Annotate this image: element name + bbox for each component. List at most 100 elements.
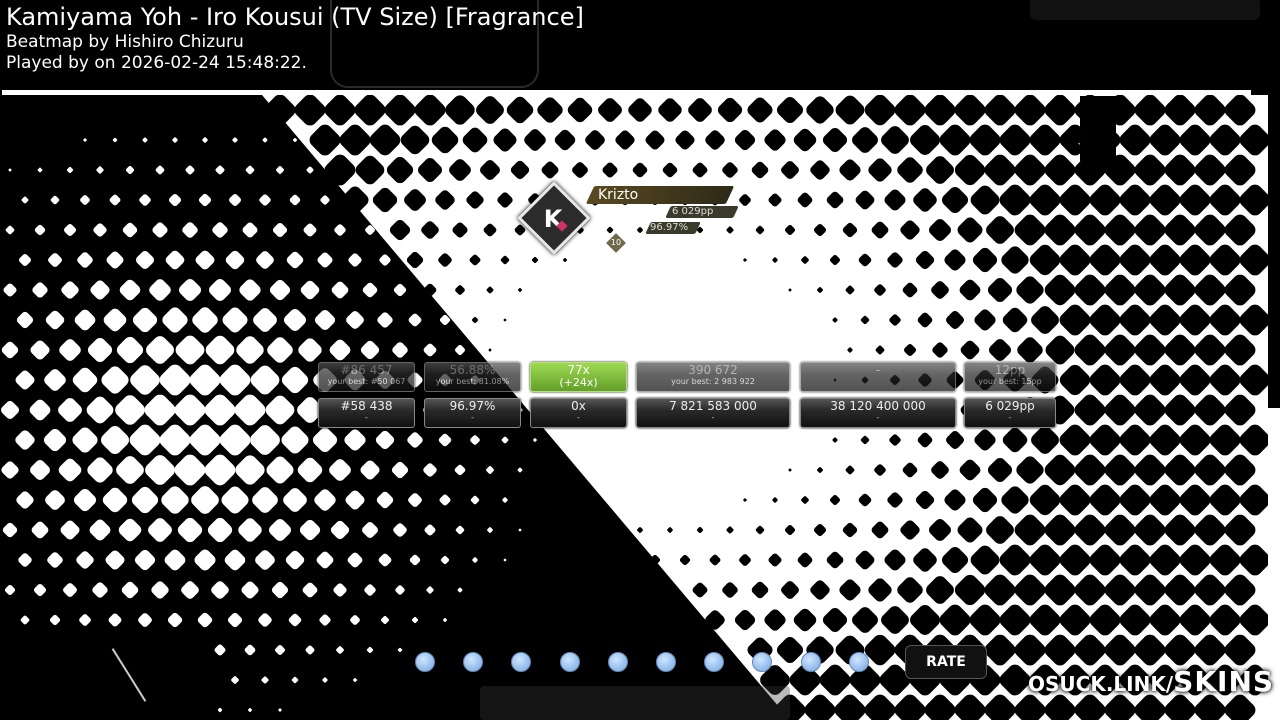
halftone-dot <box>1014 154 1046 186</box>
halftone-dot <box>73 488 97 512</box>
halftone-dot <box>1074 514 1106 546</box>
halftone-dot <box>354 94 386 126</box>
avatar-logo: K <box>536 204 570 234</box>
halftone-dot <box>146 336 174 364</box>
halftone-dot <box>375 430 395 450</box>
rating-star-icon[interactable] <box>463 652 484 672</box>
halftone-dot <box>788 468 792 472</box>
halftone-dot <box>159 424 191 456</box>
halftone-dot <box>72 367 98 393</box>
footer-ghost-panel <box>480 686 790 720</box>
halftone-dot <box>1031 426 1059 454</box>
halftone-dot <box>219 424 251 456</box>
halftone-dot <box>45 490 65 510</box>
halftone-dot <box>61 281 79 299</box>
player-card[interactable]: K Krizto 6 029pp 96.97% 10 <box>517 181 750 266</box>
halftone-dot <box>1209 304 1241 336</box>
played-by-line: Played by on 2026-02-24 15:48:22. <box>6 53 307 73</box>
rating-star-icon[interactable] <box>511 652 532 672</box>
halftone-dot <box>486 466 494 474</box>
halftone-dot <box>341 186 369 214</box>
halftone-dot <box>238 518 262 542</box>
halftone-dot <box>242 222 258 238</box>
player-pp: 6 029pp <box>672 206 714 217</box>
halftone-dot <box>58 458 82 482</box>
rating-star-icon[interactable] <box>752 652 773 672</box>
halftone-dot <box>250 365 280 395</box>
halftone-dot <box>300 280 320 300</box>
halftone-dot <box>116 336 144 364</box>
halftone-dot <box>915 250 935 270</box>
halftone-dot <box>1224 514 1256 546</box>
halftone-dot <box>832 317 838 323</box>
halftone-dot <box>391 461 409 479</box>
halftone-dot <box>174 394 206 426</box>
rating-star-icon[interactable] <box>607 652 628 672</box>
halftone-dot <box>162 307 188 333</box>
halftone-dot <box>928 218 952 242</box>
halftone-dot <box>122 222 138 238</box>
rating-star-icon[interactable] <box>848 652 869 672</box>
halftone-dot <box>314 309 336 331</box>
halftone-dot <box>954 694 986 720</box>
halftone-dot <box>874 284 886 296</box>
halftone-dot <box>8 168 12 172</box>
halftone-dot <box>164 549 186 571</box>
halftone-dot <box>1164 634 1196 666</box>
halftone-dot <box>33 583 47 597</box>
halftone-dot <box>1016 276 1044 304</box>
halftone-dot <box>408 313 422 327</box>
halftone-dot <box>1104 394 1136 426</box>
halftone-dot <box>476 96 504 124</box>
rating-star-icon[interactable] <box>656 652 676 672</box>
accuracy-current: 96.97%- <box>424 398 521 428</box>
halftone-dot <box>1239 304 1271 336</box>
halftone-dot <box>1059 244 1091 276</box>
halftone-dot <box>1089 364 1121 396</box>
halftone-dot <box>1119 544 1151 576</box>
halftone-dot <box>902 282 918 298</box>
rate-button[interactable]: RATE <box>905 645 987 679</box>
halftone-dot <box>1044 154 1076 186</box>
halftone-dot <box>116 456 144 484</box>
halftone-dot <box>776 96 804 124</box>
rating-star-icon[interactable] <box>559 652 580 672</box>
halftone-dot <box>884 549 906 571</box>
halftone-dot <box>864 94 896 126</box>
rating-star-icon[interactable] <box>704 652 725 672</box>
halftone-dot <box>1029 544 1061 576</box>
halftone-dot <box>197 612 213 628</box>
halftone-dot <box>393 523 407 537</box>
halftone-dot <box>439 494 451 506</box>
rating-star-icon[interactable] <box>415 652 435 672</box>
player-accuracy: 96.97% <box>650 222 689 233</box>
halftone-dot <box>267 337 293 363</box>
halftone-dot <box>426 586 434 594</box>
halftone-dot <box>645 130 665 150</box>
halftone-dot <box>245 165 255 175</box>
halftone-dot <box>125 165 135 175</box>
halftone-dot <box>229 194 241 206</box>
halftone-dot <box>839 579 861 601</box>
halftone-dot <box>501 436 509 444</box>
halftone-dot <box>344 429 366 451</box>
halftone-dot <box>347 552 363 568</box>
halftone-dot <box>288 613 302 627</box>
halftone-dot <box>289 194 301 206</box>
halftone-dot <box>423 343 437 357</box>
halftone-dot <box>177 517 203 543</box>
halftone-dot <box>345 490 365 510</box>
halftone-dot <box>1044 454 1076 486</box>
halftone-dot <box>830 255 840 265</box>
halftone-dot <box>847 347 853 353</box>
halftone-dot <box>900 520 920 540</box>
halftone-dot <box>298 338 322 362</box>
halftone-dot <box>662 162 678 178</box>
halftone-dot <box>1179 184 1211 216</box>
halftone-dot <box>231 676 239 684</box>
halftone-dot <box>1029 484 1061 516</box>
halftone-dot <box>774 694 806 720</box>
halftone-dot <box>514 224 526 236</box>
rating-star-icon[interactable] <box>800 652 821 672</box>
halftone-dot <box>96 166 104 174</box>
